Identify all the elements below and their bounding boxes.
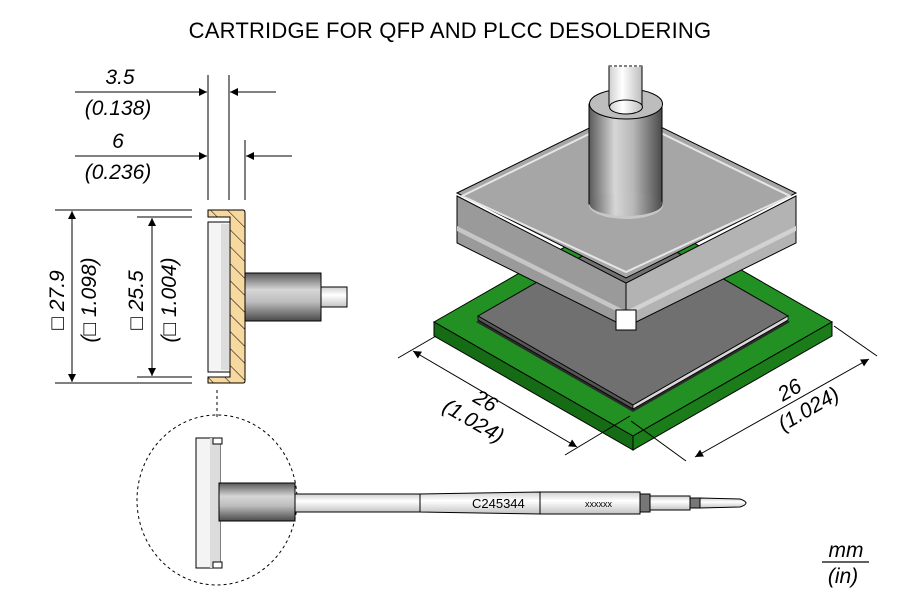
isometric-view: 26 (1.024) 26 (1.024) — [397, 65, 878, 462]
outer-square-mm: □ 27.9 — [46, 270, 69, 330]
overall-thickness-mm: 6 — [112, 130, 124, 153]
part-number: C245344 — [472, 496, 525, 511]
cartridge-shaft — [588, 65, 663, 216]
inner-square-mm: □ 25.5 — [125, 270, 148, 330]
drawing-title: CARTRIDGE FOR QFP AND PLCC DESOLDERING — [188, 18, 712, 43]
overall-thickness-in: (0.236) — [85, 161, 152, 184]
tip-thickness-in: (0.138) — [85, 97, 152, 120]
units-legend: mm (in) — [822, 539, 869, 588]
unit-secondary: (in) — [828, 565, 858, 588]
thickness-dimensions: 3.5 (0.138) 6 (0.236) — [75, 66, 292, 200]
tip-thickness-mm: 3.5 — [105, 66, 135, 89]
cartridge-section-view: □ 27.9 (□ 1.098) □ 25.5 (□ 1.004) — [46, 209, 348, 418]
inner-square-in: (□ 1.004) — [158, 257, 181, 342]
cartridge-full-view: C245344 xxxxxx — [136, 414, 747, 586]
outer-square-in: (□ 1.098) — [78, 257, 101, 342]
unit-primary: mm — [829, 539, 864, 562]
serial-number: xxxxxx — [585, 499, 613, 509]
